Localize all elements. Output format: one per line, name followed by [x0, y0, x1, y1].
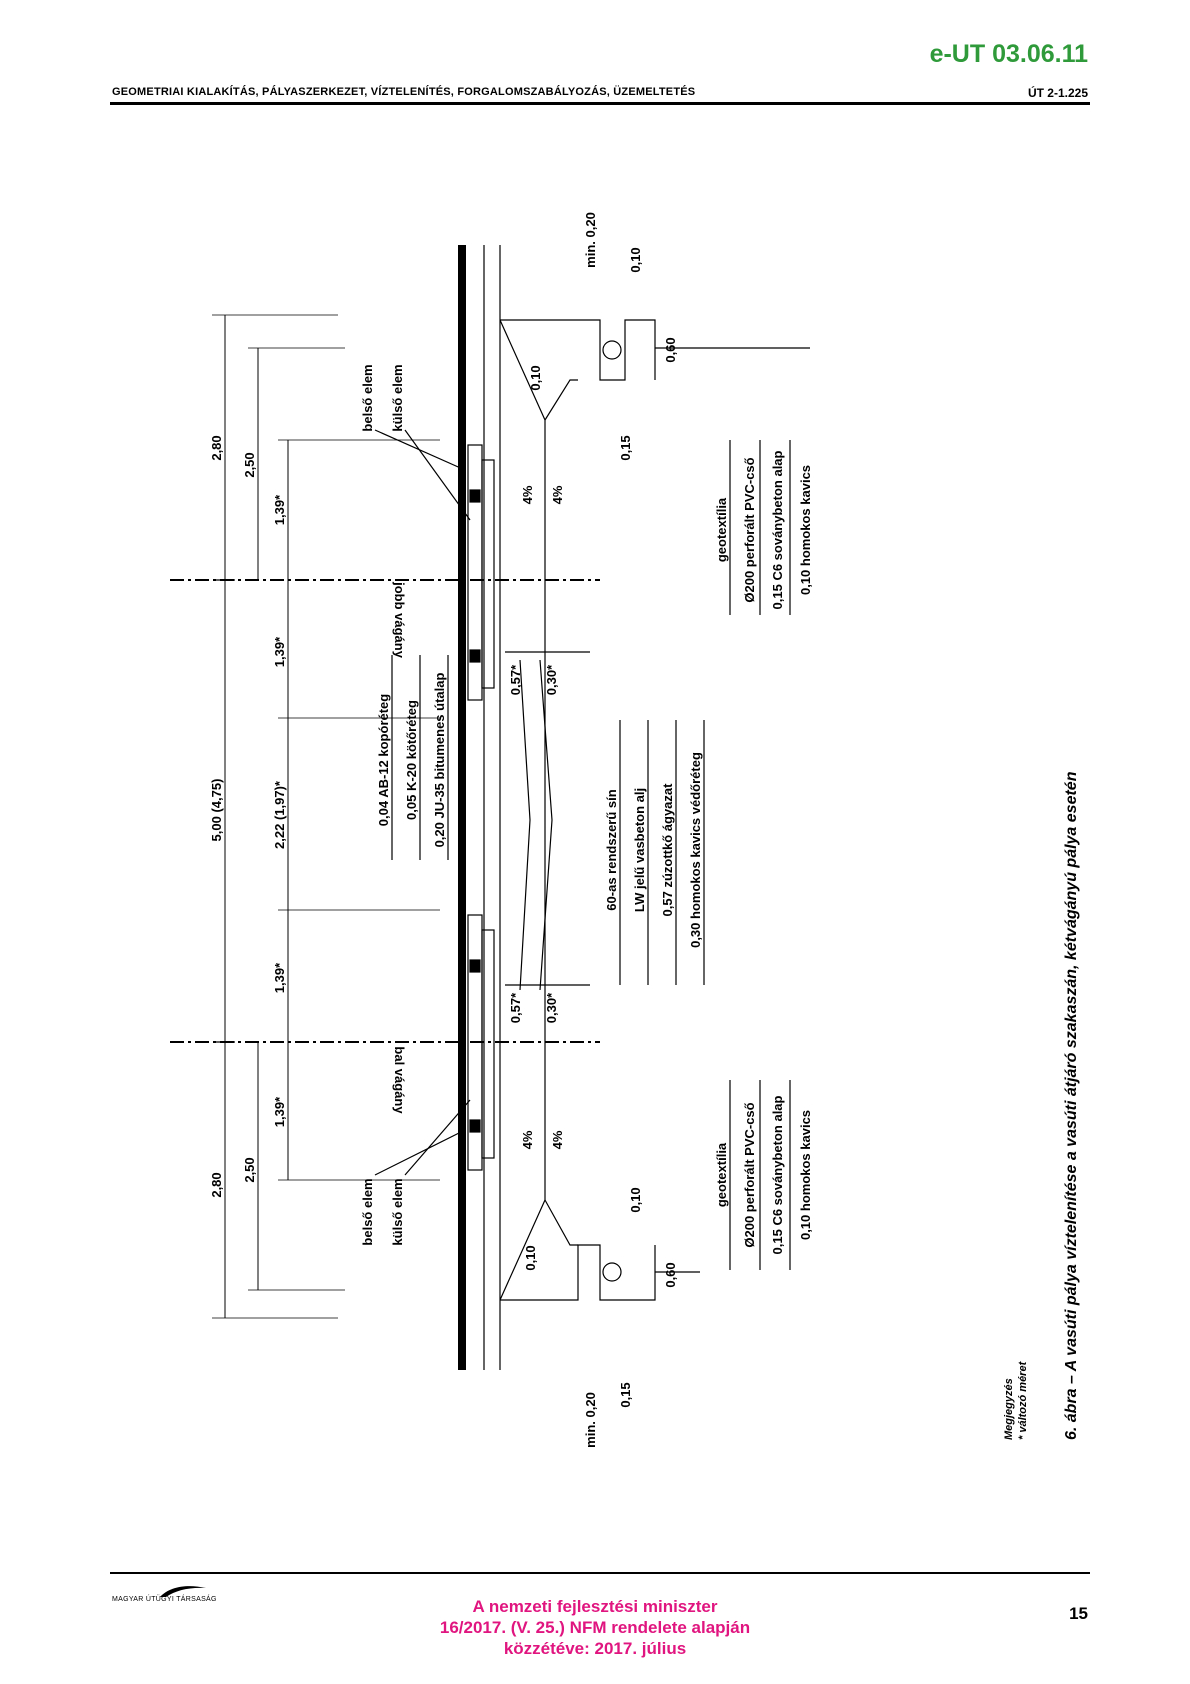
dim-middle-total: 5,00 (4,75) [209, 779, 224, 842]
dim-middle-gap: 2,22 (1,97)* [272, 780, 287, 849]
road-layer-3: 0,20 JU-35 bitumenes útalap [432, 673, 447, 848]
publisher-logo: MAGYAR ÚTÜGYI TÁRSASÁG [112, 1586, 217, 1603]
swoosh-icon [160, 1586, 206, 1597]
drain-top-layer-2: Ø200 perforált PVC-cső [742, 457, 757, 602]
left-track-label: bal vágány [392, 1046, 407, 1114]
document-code: e-UT 03.06.11 [929, 40, 1088, 68]
publication-line-3: közzétéve: 2017. július [503, 1639, 687, 1658]
dim-010-inner-top: 0,10 [528, 365, 543, 390]
dim-015-bottom: 0,15 [618, 1382, 633, 1407]
logo-text: MAGYAR ÚTÜGYI TÁRSASÁG [112, 1596, 217, 1603]
publication-note: A nemzeti fejlesztési miniszter 16/2017.… [0, 1596, 1190, 1659]
drain-bottom-layer-3: 0,15 C6 soványbeton alap [770, 1095, 785, 1254]
min-020-bottom: min. 0,20 [583, 1392, 598, 1448]
note-text: * változó méret [1017, 1360, 1029, 1440]
slope-bottom-2: 4% [550, 1130, 565, 1149]
dim-010-bottom: 0,10 [628, 1187, 643, 1212]
header-rule [110, 102, 1090, 105]
dim-010-inner-bottom: 0,10 [523, 1245, 538, 1270]
publication-line-2: 16/2017. (V. 25.) NFM rendelete alapján [439, 1618, 751, 1637]
slope-top-2: 4% [550, 485, 565, 504]
ballast-depth-bottom: 0,57* [508, 992, 523, 1023]
dim-060-top: 0,60 [663, 337, 678, 362]
drain-top-layer-4: 0,10 homokos kavics [798, 465, 813, 595]
protective-depth-top: 0,30* [544, 664, 559, 695]
rail-layer-3: 0,57 zúzottkő ágyazat [660, 783, 675, 917]
dim-mid-upper: 1,39* [272, 636, 287, 667]
publication-line-1: A nemzeti fejlesztési miniszter [472, 1597, 718, 1616]
drain-bottom-layer-4: 0,10 homokos kavics [798, 1110, 813, 1240]
outer-element-label-top: külső elem [390, 364, 405, 431]
road-surface [458, 245, 466, 1370]
right-track-label: jobb vágány [392, 581, 407, 659]
dim-bottom-mid: 2,50 [242, 1157, 257, 1182]
drain-top-layer-3: 0,15 C6 soványbeton alap [770, 450, 785, 609]
drain-bottom-layer-1: geotextília [714, 1142, 729, 1207]
slope-bottom-1: 4% [520, 1130, 535, 1149]
dim-top-total: 2,80 [209, 435, 224, 460]
inner-element-label-bottom: belső elem [360, 1178, 375, 1245]
rail-layer-1: 60-as rendszerű sín [604, 789, 619, 910]
ballast-depth-top: 0,57* [508, 664, 523, 695]
page-number: 15 [1069, 1604, 1088, 1623]
standard-code: ÚT 2-1.225 [1027, 86, 1088, 100]
min-020-top: min. 0,20 [583, 212, 598, 268]
outer-element-label-bottom: külső elem [390, 1178, 405, 1245]
slope-top-1: 4% [520, 485, 535, 504]
drain-top-layer-1: geotextília [714, 497, 729, 562]
dim-010-top: 0,10 [628, 247, 643, 272]
drain-bottom-layer-2: Ø200 perforált PVC-cső [742, 1102, 757, 1247]
dim-bottom-small: 1,39* [272, 1096, 287, 1127]
dim-top-small: 1,39* [272, 494, 287, 525]
figure-caption: 6. ábra – A vasúti pálya víztelenítése a… [1063, 771, 1080, 1440]
dim-bottom-total: 2,80 [209, 1172, 224, 1197]
dim-015-top: 0,15 [618, 435, 633, 460]
protective-depth-bottom: 0,30* [544, 992, 559, 1023]
inner-element-label-top: belső elem [360, 364, 375, 431]
road-layer-2: 0,05 K-20 kötőréteg [404, 700, 419, 820]
rail-layer-4: 0,30 homokos kavics védőréteg [688, 752, 703, 948]
dim-060-bottom: 0,60 [663, 1262, 678, 1287]
dim-mid-lower: 1,39* [272, 962, 287, 993]
note-title: Megjegyzés [1003, 1378, 1015, 1440]
footer-rule [110, 1572, 1090, 1574]
section-title: GEOMETRIAI KIALAKÍTÁS, PÁLYASZERKEZET, V… [112, 86, 696, 98]
rail-layer-2: LW jelű vasbeton alj [632, 788, 647, 912]
road-layer-1: 0,04 AB-12 kopóréteg [376, 694, 391, 827]
dim-top-mid: 2,50 [242, 452, 257, 477]
